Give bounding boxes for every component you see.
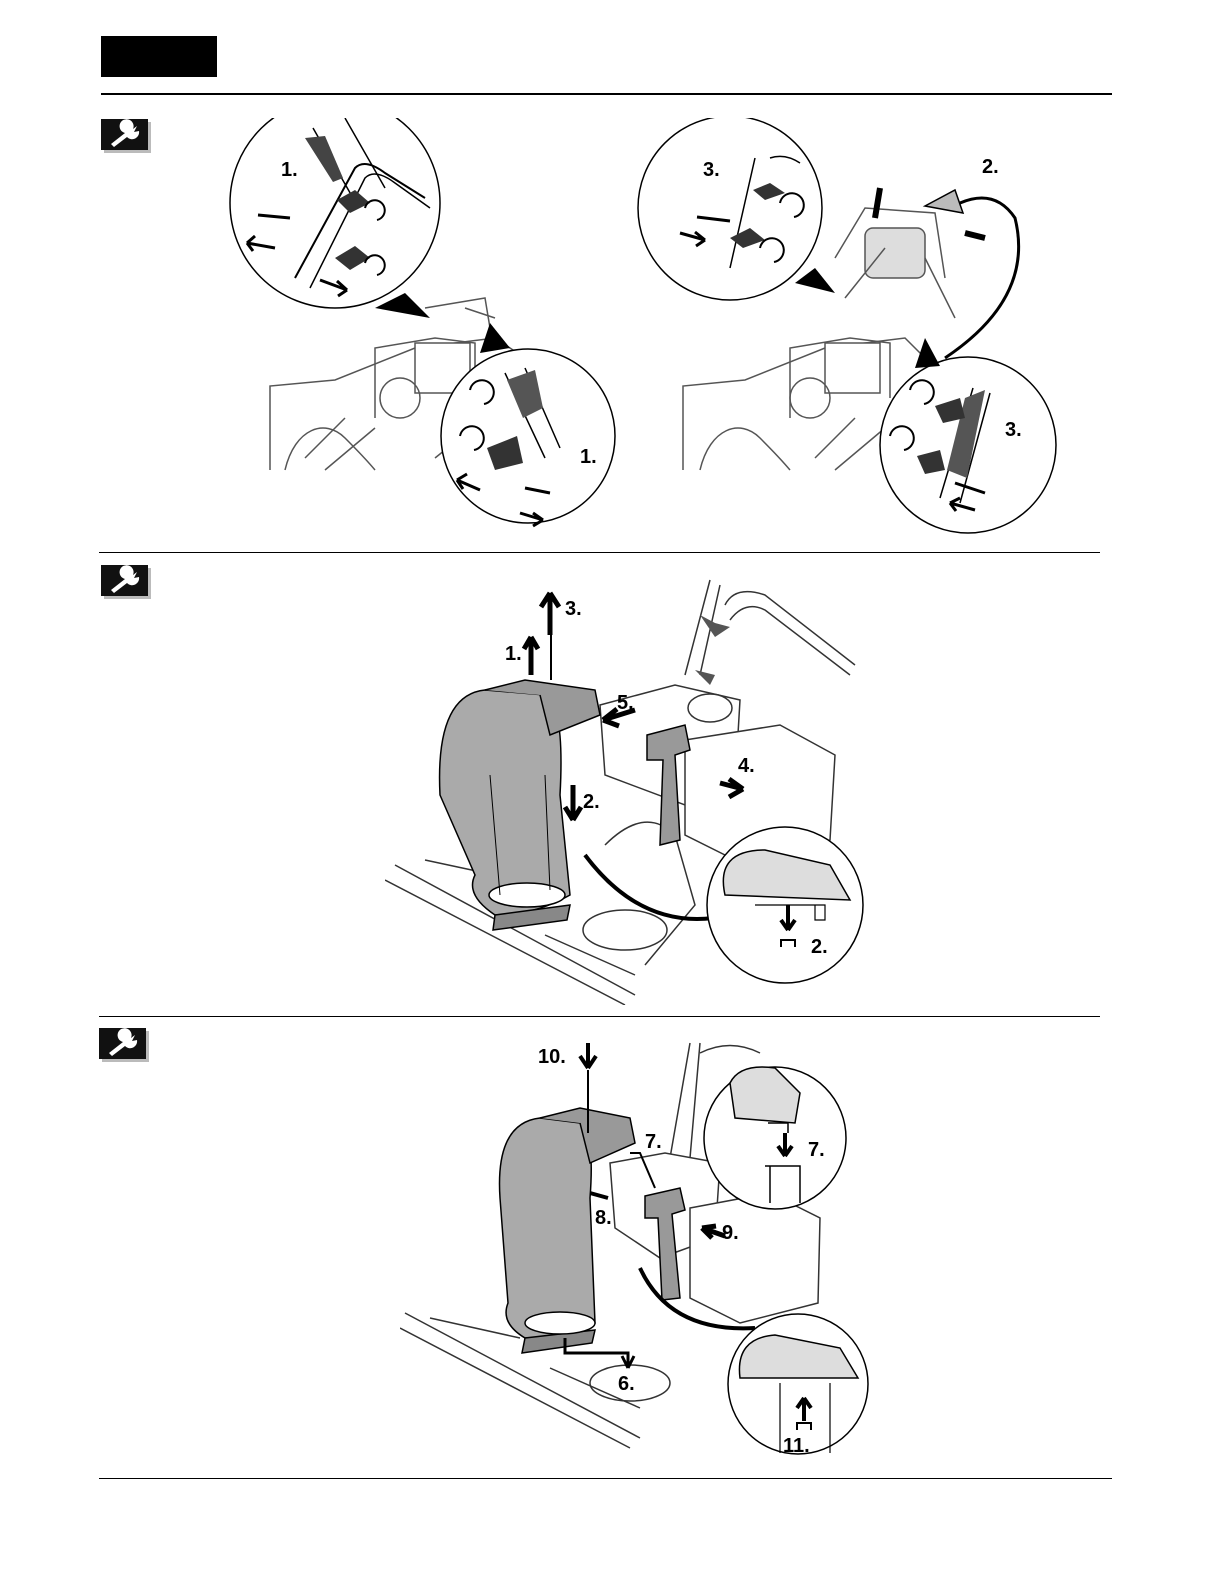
section-divider [99,1016,1100,1017]
step-label: 2. [583,791,600,813]
step-label: 10. [538,1046,566,1068]
step-label: 3. [703,159,720,181]
step-label: 3. [565,598,582,620]
step-label: 1. [281,159,298,181]
step-label: 7. [808,1139,825,1161]
wrench-icon [101,565,151,599]
section-divider [99,552,1100,553]
step-label: 2. [811,936,828,958]
step-label: 3. [1005,419,1022,441]
step-label: 8. [595,1207,612,1229]
footer-rule [99,1478,1112,1479]
figure-chute-install: 10. 7. 8. 9. 6. 7. 11. [400,1038,875,1463]
step-label: 7. [645,1131,662,1153]
figure-handle-fold: 1. 1. [225,118,1065,543]
step-label: 1. [580,446,597,468]
wrench-icon [101,119,151,153]
wrench-icon [99,1028,149,1062]
step-label: 6. [618,1373,635,1395]
discharge-chute [500,1108,636,1353]
section-tab [101,36,217,77]
step-label: 11. [783,1435,810,1457]
discharge-chute [440,680,600,930]
step-label: 1. [505,643,522,665]
figure-chute-removal: 3. 1. 5. 4. 2. 2. [385,575,875,1005]
step-label: 4. [738,755,755,777]
step-label: 2. [982,156,999,178]
step-label: 5. [617,692,634,714]
step-label: 9. [722,1222,739,1244]
detail-circle [230,118,440,308]
header-rule [101,93,1112,95]
